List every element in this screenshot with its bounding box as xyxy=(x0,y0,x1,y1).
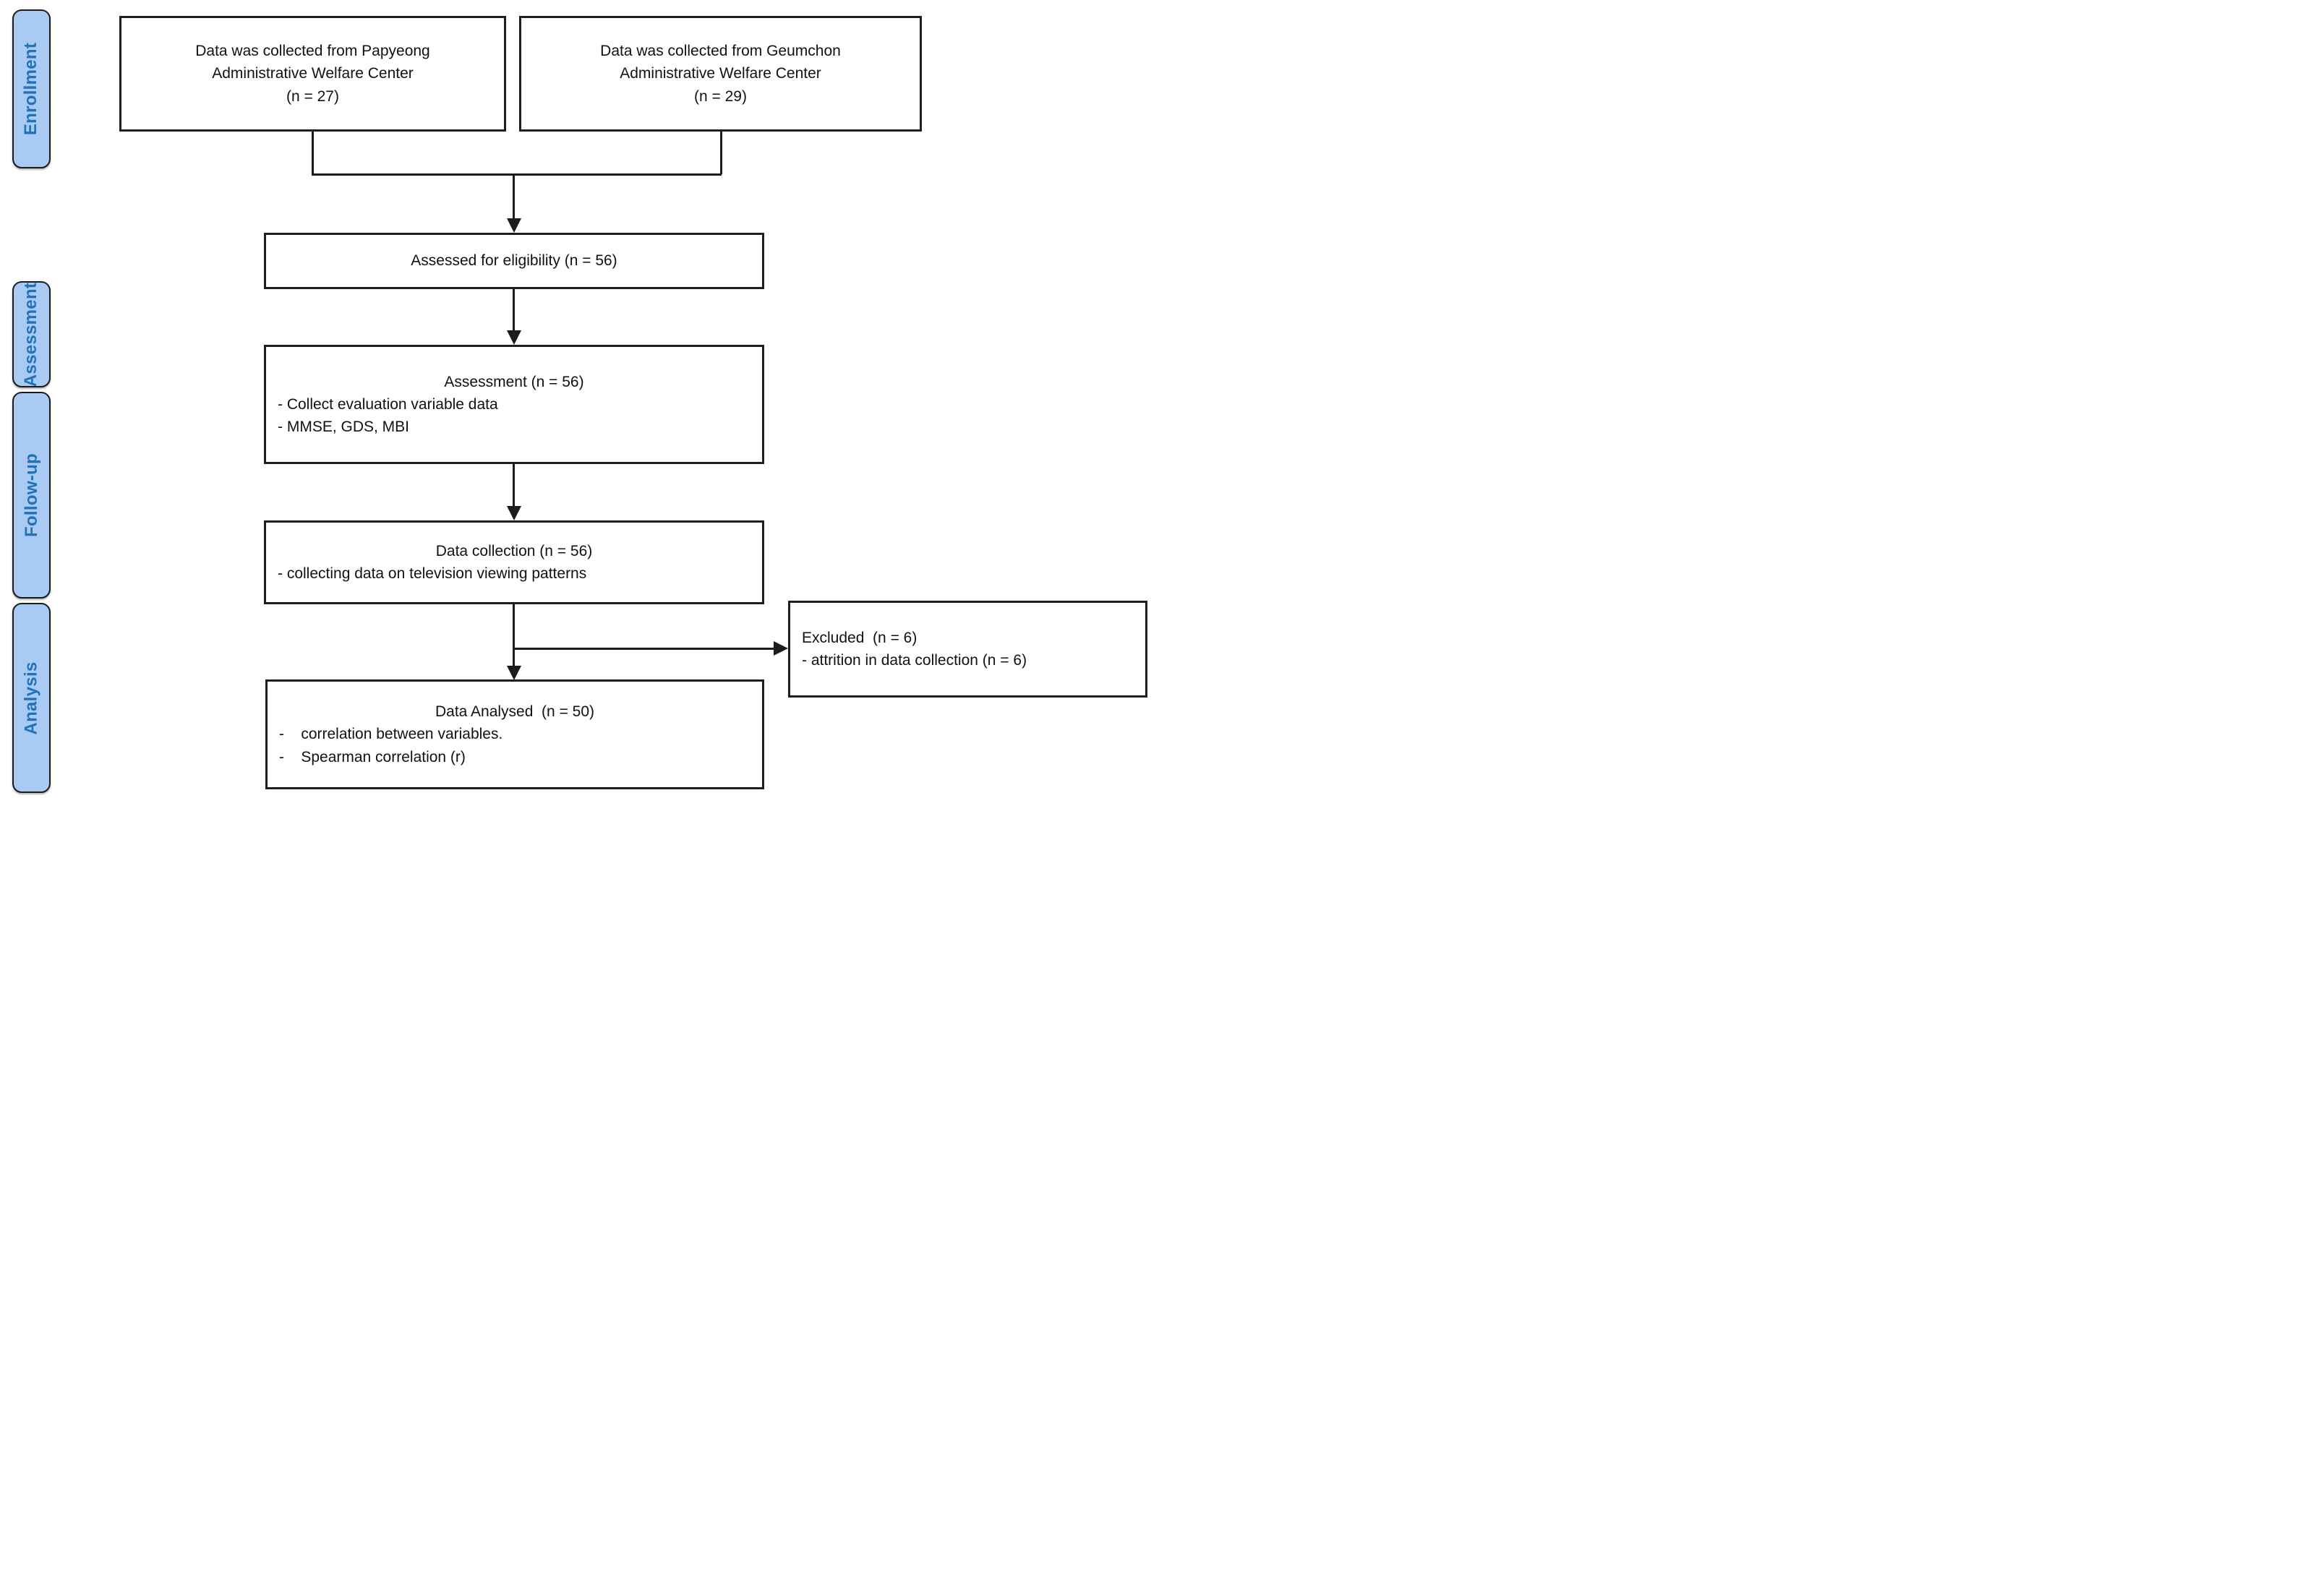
arrowhead-to-collection xyxy=(507,506,521,520)
box-eligibility: Assessed for eligibility (n = 56) xyxy=(264,233,764,289)
box-data-analysed-title: Data Analysed (n = 50) xyxy=(435,703,595,721)
stage-label-analysis: Analysis xyxy=(21,661,41,735)
connector-merge-vertical xyxy=(513,173,515,220)
box-data-analysed: Data Analysed (n = 50) - correlation bet… xyxy=(265,679,764,789)
connector-merge-horizontal xyxy=(312,173,722,176)
box-data-analysed-bullet-1: - correlation between variables. xyxy=(279,726,503,743)
arrowhead-to-excluded xyxy=(774,641,788,656)
connector-assessment-collection xyxy=(513,464,515,507)
consort-flow-diagram: Enrollment Assessment Follow-up Analysis… xyxy=(0,0,1159,798)
box-source-papyeong-text: Data was collected from Papyeong Adminis… xyxy=(195,43,430,105)
box-source-geumchon-text: Data was collected from Geumchon Adminis… xyxy=(600,43,841,105)
stage-label-follow-up: Follow-up xyxy=(21,453,41,537)
box-source-papyeong: Data was collected from Papyeong Adminis… xyxy=(119,16,506,132)
box-source-geumchon: Data was collected from Geumchon Adminis… xyxy=(519,16,922,132)
box-data-analysed-bullet-2: - Spearman correlation (r) xyxy=(279,748,466,765)
connector-branch-excluded xyxy=(513,648,774,650)
box-data-collection: Data collection (n = 56) - collecting da… xyxy=(264,520,764,604)
box-excluded-bullet: - attrition in data collection (n = 6) xyxy=(802,652,1027,669)
connector-eligibility-assessment xyxy=(513,289,515,332)
box-excluded-title: Excluded (n = 6) xyxy=(802,629,918,646)
arrowhead-to-analysed xyxy=(507,666,521,680)
connector-stub-left xyxy=(312,131,314,174)
stage-follow-up: Follow-up xyxy=(12,392,51,598)
stage-assessment: Assessment xyxy=(12,281,51,387)
box-eligibility-title: Assessed for eligibility (n = 56) xyxy=(411,252,617,270)
box-data-collection-title: Data collection (n = 56) xyxy=(435,542,593,559)
box-assessment: Assessment (n = 56) - Collect evaluation… xyxy=(264,345,764,464)
box-assessment-bullet-1: - Collect evaluation variable data xyxy=(278,395,498,413)
stage-label-assessment: Assessment xyxy=(21,282,41,387)
connector-collection-analysed xyxy=(513,604,515,668)
stage-enrollment: Enrollment xyxy=(12,9,51,168)
box-data-collection-bullet: - collecting data on television viewing … xyxy=(278,565,587,582)
stage-analysis: Analysis xyxy=(12,603,51,793)
arrowhead-to-eligibility xyxy=(507,218,521,233)
stage-label-enrollment: Enrollment xyxy=(21,42,41,136)
box-assessment-bullet-2: - MMSE, GDS, MBI xyxy=(278,419,410,436)
connector-stub-right xyxy=(720,131,722,174)
box-excluded: Excluded (n = 6) - attrition in data col… xyxy=(788,601,1147,698)
arrowhead-to-assessment xyxy=(507,330,521,345)
box-assessment-title: Assessment (n = 56) xyxy=(444,373,584,390)
